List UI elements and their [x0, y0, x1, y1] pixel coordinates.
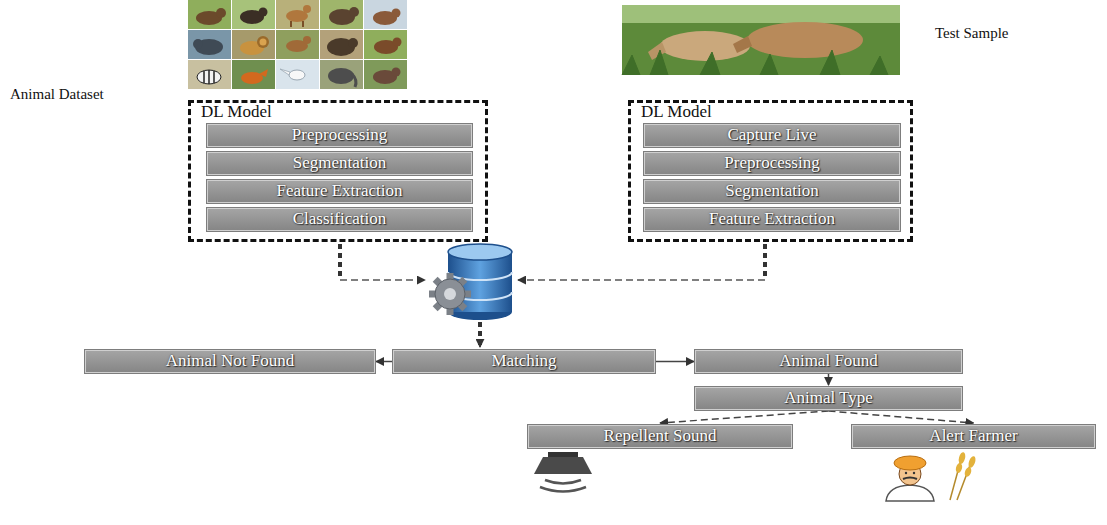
box-label: Feature Extraction: [276, 182, 402, 201]
process-box: Feature Extraction: [207, 180, 472, 203]
group-heading: DL Model: [641, 103, 712, 122]
flow-arrow: [660, 411, 829, 423]
process-box: Preprocessing: [207, 124, 472, 147]
flow-arrow: [656, 361, 694, 363]
box-label: Animal Found: [779, 352, 878, 371]
animal-collage: [188, 0, 407, 89]
box-label: Feature Extraction: [709, 210, 835, 229]
caption-label: Test Sample: [935, 25, 1107, 42]
test-sample-photo: [622, 5, 900, 75]
flow-arrow: [828, 374, 830, 385]
caption-label: Animal Dataset: [10, 86, 1107, 103]
box-label: Segmentation: [293, 154, 386, 173]
box-label: Classification: [293, 210, 386, 229]
box-label: Animal Not Found: [166, 352, 294, 371]
model-group: DL ModelCapture LivePreprocessingSegment…: [628, 100, 913, 242]
process-box: Repellent Sound: [528, 425, 792, 448]
model-group: DL ModelPreprocessingSegmentationFeature…: [188, 100, 488, 242]
process-box: Animal Type: [695, 387, 962, 410]
process-box: Capture Live: [644, 124, 900, 147]
process-box: Feature Extraction: [644, 208, 900, 231]
farmer-icon: [886, 451, 977, 501]
process-box: Matching: [393, 350, 655, 373]
speaker-icon: [534, 452, 592, 492]
process-box: Preprocessing: [644, 152, 900, 175]
gear-icon: [429, 273, 471, 315]
box-label: Repellent Sound: [604, 427, 717, 446]
process-box: Segmentation: [207, 152, 472, 175]
box-label: Alert Farmer: [929, 427, 1017, 446]
group-heading: DL Model: [201, 103, 272, 122]
box-label: Segmentation: [725, 182, 818, 201]
flow-arrow: [376, 361, 392, 363]
process-box: Animal Not Found: [85, 350, 375, 373]
process-box: Animal Found: [695, 350, 962, 373]
box-label: Animal Type: [784, 389, 873, 408]
database-arrows: [340, 244, 765, 347]
flow-arrow: [829, 411, 974, 423]
box-label: Preprocessing: [292, 126, 387, 145]
box-label: Matching: [491, 352, 556, 371]
box-label: Preprocessing: [724, 154, 819, 173]
box-label: Capture Live: [727, 126, 816, 145]
process-box: Classification: [207, 208, 472, 231]
process-box: Segmentation: [644, 180, 900, 203]
process-box: Alert Farmer: [852, 425, 1095, 448]
